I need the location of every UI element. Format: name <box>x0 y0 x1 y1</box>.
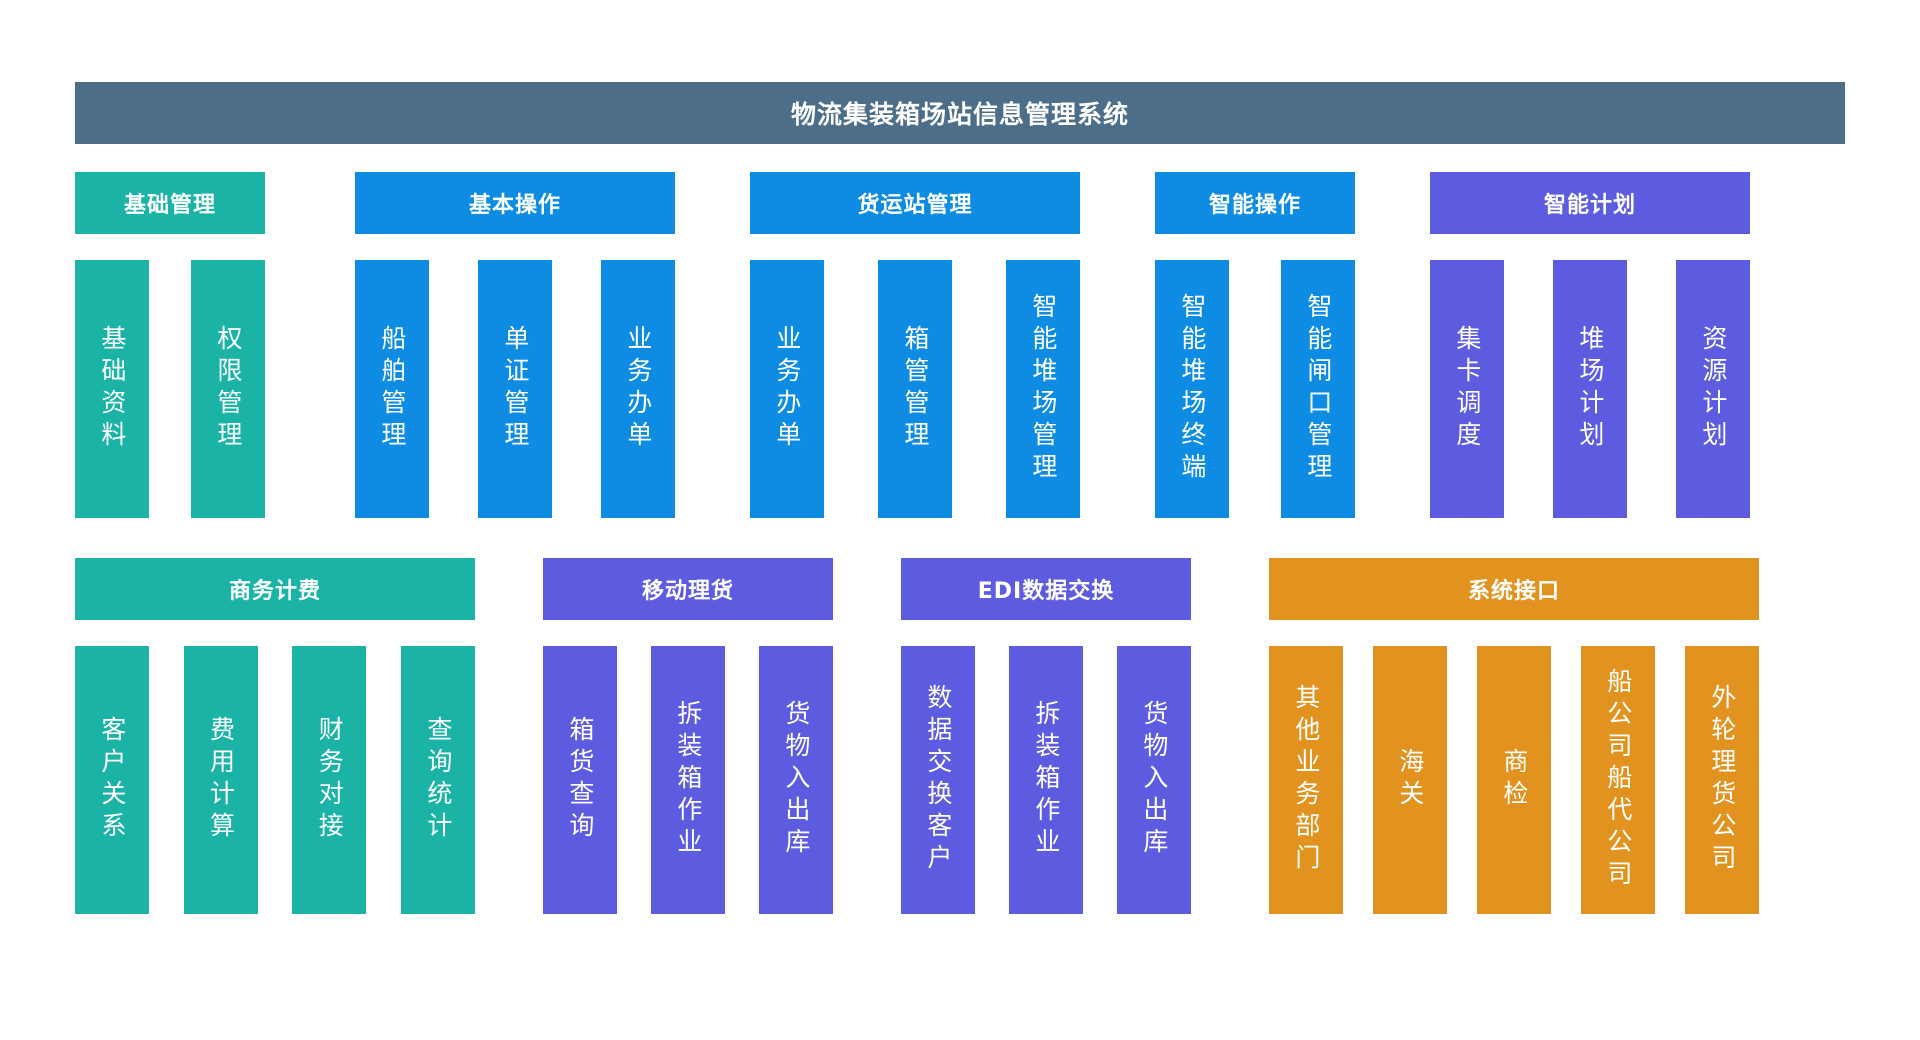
module-item-label: 海关 <box>1395 748 1425 812</box>
group-header[interactable]: 基本操作 <box>355 172 675 234</box>
group-items: 基础资料 权限管理 <box>75 260 265 518</box>
group-items: 其他业务部门 海关 商检 船公司船代公司 外轮理货公司 <box>1269 646 1759 914</box>
module-item[interactable]: 商检 <box>1477 646 1551 914</box>
module-item[interactable]: 智能闸口管理 <box>1281 260 1355 518</box>
module-item[interactable]: 箱管管理 <box>878 260 952 518</box>
module-item-label: 客户关系 <box>97 716 127 844</box>
group-items: 智能堆场终端 智能闸口管理 <box>1155 260 1355 518</box>
group-EDI数据交换: EDI数据交换数据交换客户 拆装箱作业 货物入出库 <box>901 558 1191 914</box>
module-item[interactable]: 智能堆场终端 <box>1155 260 1229 518</box>
module-item-label: 基础资料 <box>97 325 127 453</box>
module-item[interactable]: 单证管理 <box>478 260 552 518</box>
module-item[interactable]: 拆装箱作业 <box>1009 646 1083 914</box>
group-商务计费: 商务计费客户关系 费用计算 财务对接 查询统计 <box>75 558 475 914</box>
group-header-label: 货运站管理 <box>857 193 973 218</box>
module-item[interactable]: 客户关系 <box>75 646 149 914</box>
module-item-label: 拆装箱作业 <box>1031 700 1061 860</box>
module-item-label: 数据交换客户 <box>923 684 953 876</box>
module-item-label: 业务办单 <box>623 325 653 453</box>
group-header-label: 系统接口 <box>1467 579 1560 604</box>
group-items: 船舶管理 单证管理 业务办单 <box>355 260 675 518</box>
group-基础管理: 基础管理基础资料 权限管理 <box>75 172 265 518</box>
group-header-label: 商务计费 <box>228 579 321 604</box>
module-item[interactable]: 集卡调度 <box>1430 260 1504 518</box>
module-item-label: 财务对接 <box>315 716 345 844</box>
group-header[interactable]: 商务计费 <box>75 558 475 620</box>
module-item[interactable]: 箱货查询 <box>543 646 617 914</box>
group-header[interactable]: 系统接口 <box>1269 558 1759 620</box>
module-item-label: 货物入出库 <box>1139 700 1169 860</box>
page-title: 物流集装箱场站信息管理系统 <box>790 100 1129 129</box>
module-item-label: 智能堆场管理 <box>1028 293 1058 485</box>
module-item[interactable]: 业务办单 <box>750 260 824 518</box>
module-item[interactable]: 智能堆场管理 <box>1006 260 1080 518</box>
module-item-label: 权限管理 <box>213 325 243 453</box>
group-header-label: 智能计划 <box>1543 193 1636 218</box>
module-item[interactable]: 海关 <box>1373 646 1447 914</box>
group-items: 箱货查询 拆装箱作业 货物入出库 <box>543 646 833 914</box>
module-item-label: 堆场计划 <box>1575 325 1605 453</box>
diagram-canvas: 物流集装箱场站信息管理系统 基础管理基础资料 权限管理 基本操作船舶管理 单证管理 业务… <box>0 82 1920 1040</box>
module-item[interactable]: 堆场计划 <box>1553 260 1627 518</box>
module-item[interactable]: 资源计划 <box>1676 260 1750 518</box>
group-header[interactable]: 基础管理 <box>75 172 265 234</box>
group-header-label: 智能操作 <box>1208 193 1301 218</box>
module-item-label: 费用计算 <box>206 716 236 844</box>
module-item-label: 商检 <box>1499 748 1529 812</box>
group-items: 集卡调度 堆场计划 资源计划 <box>1430 260 1750 518</box>
module-item[interactable]: 货物入出库 <box>759 646 833 914</box>
module-item-label: 船公司船代公司 <box>1603 668 1633 892</box>
group-header[interactable]: 货运站管理 <box>750 172 1080 234</box>
group-header-label: 基本操作 <box>468 193 561 218</box>
group-header-label: EDI数据交换 <box>977 579 1115 604</box>
module-item[interactable]: 船舶管理 <box>355 260 429 518</box>
module-item-label: 单证管理 <box>500 325 530 453</box>
module-item-label: 其他业务部门 <box>1291 684 1321 876</box>
module-item[interactable]: 查询统计 <box>400 646 475 914</box>
module-item-label: 箱管管理 <box>900 325 930 453</box>
module-item[interactable]: 财务对接 <box>292 646 367 914</box>
group-row-1: 基础管理基础资料 权限管理 基本操作船舶管理 单证管理 业务办单 货运站管理业务办单 箱管管… <box>75 172 1845 518</box>
group-header[interactable]: 智能计划 <box>1430 172 1750 234</box>
group-移动理货: 移动理货箱货查询 拆装箱作业 货物入出库 <box>543 558 833 914</box>
module-item[interactable]: 其他业务部门 <box>1269 646 1343 914</box>
module-item[interactable]: 业务办单 <box>601 260 675 518</box>
group-header-label: 基础管理 <box>123 193 216 218</box>
group-header[interactable]: EDI数据交换 <box>901 558 1191 620</box>
module-item-label: 箱货查询 <box>565 716 595 844</box>
module-item[interactable]: 基础资料 <box>75 260 149 518</box>
module-item[interactable]: 数据交换客户 <box>901 646 975 914</box>
group-items: 客户关系 费用计算 财务对接 查询统计 <box>75 646 475 914</box>
module-item-label: 智能闸口管理 <box>1303 293 1333 485</box>
system-title-bar: 物流集装箱场站信息管理系统 <box>75 82 1845 144</box>
module-item-label: 智能堆场终端 <box>1177 293 1207 485</box>
module-item-label: 资源计划 <box>1698 325 1728 453</box>
module-item[interactable]: 货物入出库 <box>1117 646 1191 914</box>
group-header-label: 移动理货 <box>641 579 734 604</box>
module-item-label: 业务办单 <box>772 325 802 453</box>
module-item[interactable]: 费用计算 <box>183 646 258 914</box>
module-item-label: 船舶管理 <box>377 325 407 453</box>
group-智能计划: 智能计划集卡调度 堆场计划 资源计划 <box>1430 172 1750 518</box>
module-item[interactable]: 外轮理货公司 <box>1685 646 1759 914</box>
module-item[interactable]: 权限管理 <box>191 260 265 518</box>
group-header[interactable]: 智能操作 <box>1155 172 1355 234</box>
module-item-label: 货物入出库 <box>781 700 811 860</box>
group-货运站管理: 货运站管理业务办单 箱管管理 智能堆场管理 <box>750 172 1080 518</box>
group-智能操作: 智能操作智能堆场终端 智能闸口管理 <box>1155 172 1355 518</box>
module-item-label: 外轮理货公司 <box>1707 684 1737 876</box>
group-items: 业务办单 箱管管理 智能堆场管理 <box>750 260 1080 518</box>
module-item-label: 查询统计 <box>423 716 453 844</box>
module-item[interactable]: 船公司船代公司 <box>1581 646 1655 914</box>
group-系统接口: 系统接口其他业务部门 海关 商检 船公司船代公司 外轮理货公司 <box>1269 558 1759 914</box>
module-item-label: 集卡调度 <box>1452 325 1482 453</box>
group-基本操作: 基本操作船舶管理 单证管理 业务办单 <box>355 172 675 518</box>
group-items: 数据交换客户 拆装箱作业 货物入出库 <box>901 646 1191 914</box>
group-header[interactable]: 移动理货 <box>543 558 833 620</box>
module-item[interactable]: 拆装箱作业 <box>651 646 725 914</box>
module-item-label: 拆装箱作业 <box>673 700 703 860</box>
